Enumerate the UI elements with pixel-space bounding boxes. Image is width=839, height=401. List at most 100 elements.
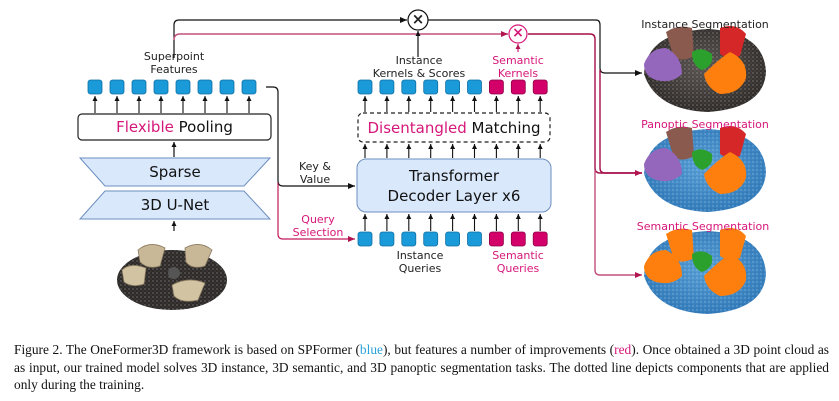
query-selection-label: Query Selection — [282, 213, 354, 239]
instance-query-token — [357, 231, 373, 247]
input-point-cloud — [117, 244, 227, 310]
semantic-queries-line-2: Queries — [496, 262, 540, 275]
semantic-queries-label: Semantic Queries — [485, 249, 551, 275]
flexible-pooling-box — [77, 113, 272, 141]
instance-queries-line-1: Instance — [396, 249, 444, 262]
segment-right — [704, 254, 747, 296]
superpoint-feature-token — [109, 79, 125, 95]
segment-top-right — [720, 26, 746, 58]
segment-top-right — [720, 228, 746, 260]
semantic-segmentation-title: Semantic Segmentation — [636, 220, 770, 233]
semantic-multiply-symbol: × — [512, 25, 524, 41]
instance-query-token — [423, 231, 439, 247]
transformer-line-1: Transformer — [408, 166, 499, 185]
semantic-kernels-line-1: Semantic — [492, 54, 544, 67]
superpoint-feature-token — [219, 79, 235, 95]
segment-top-left — [666, 26, 694, 60]
caption-blue-word: blue — [359, 342, 383, 357]
caption-suffix: ). Once obtained a 3D point cloud as as … — [14, 342, 829, 392]
disentangled-matching-box — [357, 112, 551, 143]
superpoint-features-label: Superpoint Features — [114, 50, 234, 76]
instance-query-token — [401, 231, 417, 247]
superpoint-features-line-1: Superpoint — [143, 50, 205, 63]
instance-kernel-token — [357, 79, 373, 95]
segment-top-left — [666, 126, 694, 160]
segment-top-left — [666, 228, 694, 262]
instance-query-token — [445, 231, 461, 247]
caption-prefix: Figure 2. The OneFormer3D framework is b… — [14, 342, 360, 357]
superpoint-feature-token — [131, 79, 147, 95]
key-value-line — [266, 86, 355, 189]
figure-caption: Figure 2. The OneFormer3D framework is b… — [14, 341, 829, 394]
semantic-queries-line-1: Semantic — [492, 249, 544, 262]
instance-kernel-token — [445, 79, 461, 95]
semantic-query-token — [488, 231, 504, 247]
segment-left — [644, 148, 682, 182]
semantic-kernels-label: Semantic Kernels — [488, 54, 548, 80]
oneformer3d-diagram: Superpoint Features Flexible Pooling Spa… — [77, 9, 770, 314]
instance-kernel-token — [423, 79, 439, 95]
caption-middle: ), but features a number of improvements… — [382, 342, 615, 357]
instance-kernel-token — [467, 79, 482, 95]
key-value-line-2: Value — [299, 173, 331, 186]
semantic-kernel-token — [488, 79, 504, 95]
segment-right — [704, 152, 747, 194]
sparse-label: Sparse — [149, 163, 201, 181]
segment-left — [644, 250, 682, 284]
semantic-kernel-token — [510, 79, 526, 95]
instance-kernels-line-1: Instance — [395, 54, 443, 67]
instance-query-token — [467, 231, 482, 247]
superpoint-feature-token — [87, 79, 103, 95]
flexible-highlight: Flexible — [116, 118, 174, 136]
caption-red-word: red — [614, 342, 632, 357]
disentangled-highlight: Disentangled — [367, 118, 467, 137]
diagram-canvas — [77, 9, 766, 314]
semantic-kernel-token — [532, 79, 548, 95]
superpoint-feature-token — [241, 79, 257, 95]
semantic-query-token — [532, 231, 548, 247]
key-value-line-1: Key & — [298, 160, 332, 173]
instance-query-token — [379, 231, 395, 247]
segment-top-right — [720, 126, 746, 158]
disentangled-matching-label: Disentangled Matching — [358, 113, 550, 142]
instance-multiply-symbol: × — [411, 10, 425, 28]
instance-output-line — [428, 19, 642, 76]
query-selection-line-1: Query — [301, 213, 335, 226]
matching-text: Matching — [466, 118, 541, 137]
semantic-segmentation-line — [594, 170, 642, 278]
superpoint-feature-token — [153, 79, 169, 95]
segment-center — [692, 149, 713, 170]
unet-decoder-shape — [78, 190, 272, 220]
instance-multiply-node — [407, 9, 429, 31]
segment-left — [644, 48, 682, 82]
instance-kernels-line-2: Kernels & Scores — [372, 67, 466, 80]
flexible-pooling-label: Flexible Pooling — [78, 114, 271, 140]
sparse-encoder-shape — [78, 157, 272, 187]
pooling-text: Pooling — [173, 118, 233, 136]
semantic-kernels-line-2: Kernels — [497, 67, 539, 80]
segment-center — [692, 251, 713, 272]
instance-queries-line-2: Queries — [398, 262, 442, 275]
key-value-label: Key & Value — [285, 160, 345, 186]
instance-kernels-label: Instance Kernels & Scores — [360, 54, 478, 80]
query-selection-line — [277, 183, 355, 242]
segment-right — [704, 52, 747, 94]
superpoint-feature-token — [197, 79, 213, 95]
segment-center — [692, 49, 713, 70]
superpoint-features-line-2: Features — [150, 63, 198, 76]
semantic-query-token — [510, 231, 526, 247]
transformer-decoder-label: Transformer Decoder Layer x6 — [357, 159, 551, 212]
superpoint-to-instance-multiply-line — [173, 17, 407, 58]
panoptic-segmentation-title: Panoptic Segmentation — [641, 118, 769, 131]
semantic-output-line — [528, 33, 642, 176]
semantic-multiply-node — [508, 24, 528, 44]
unet-label: 3D U-Net — [140, 196, 210, 214]
superpoint-to-semantic-multiply-line — [173, 31, 508, 41]
instance-queries-label: Instance Queries — [380, 249, 460, 275]
instance-segmentation-title: Instance Segmentation — [641, 18, 769, 31]
superpoint-feature-token — [175, 79, 191, 95]
query-selection-line-2: Selection — [292, 226, 344, 239]
transformer-decoder-box — [356, 158, 552, 213]
instance-kernel-token — [379, 79, 395, 95]
transformer-line-2: Decoder Layer x6 — [387, 186, 521, 205]
